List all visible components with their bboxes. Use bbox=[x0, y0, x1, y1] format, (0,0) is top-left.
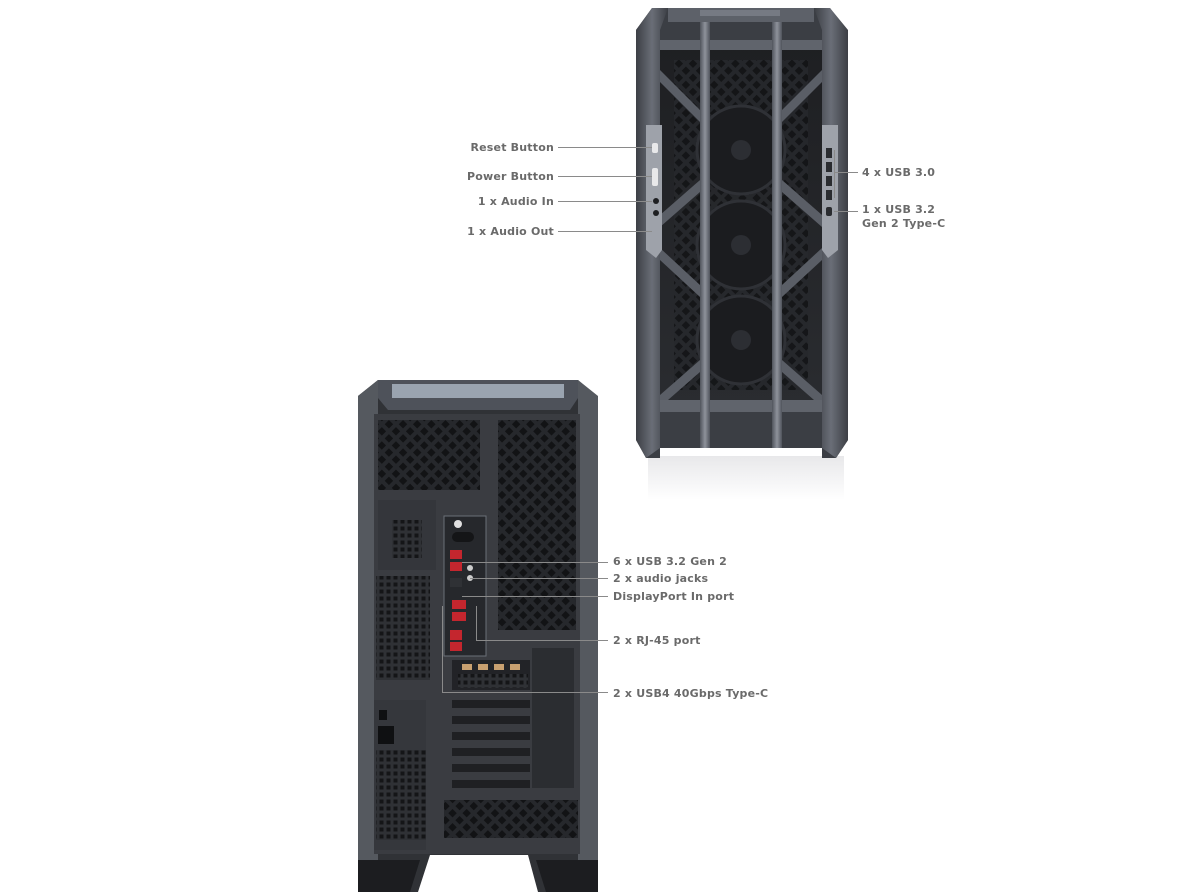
rj45-label: 2 x RJ-45 port bbox=[613, 634, 701, 647]
usb4-bracket bbox=[442, 606, 443, 692]
reset-button-leader bbox=[558, 147, 652, 148]
audio-in-label: 1 x Audio In bbox=[477, 195, 554, 208]
rj45-leader bbox=[476, 640, 608, 641]
displayport-leader bbox=[462, 596, 608, 597]
reset-button-label: Reset Button bbox=[470, 141, 554, 154]
usb32gen2-label: 6 x USB 3.2 Gen 2 bbox=[613, 555, 727, 568]
usb4-label: 2 x USB4 40Gbps Type-C bbox=[613, 687, 769, 700]
displayport-label: DisplayPort In port bbox=[613, 590, 735, 603]
audio-in-leader bbox=[558, 201, 652, 202]
audio-jacks-leader bbox=[470, 578, 608, 579]
usb4-leader bbox=[442, 692, 608, 693]
audio-out-leader bbox=[558, 231, 652, 232]
audio-jacks-label: 2 x audio jacks bbox=[613, 572, 709, 585]
usb30-label: 4 x USB 3.0 bbox=[862, 166, 936, 179]
usb30-bracket bbox=[834, 150, 835, 198]
usb32-front-label-line2: Gen 2 Type-C bbox=[862, 217, 946, 230]
usb30-leader bbox=[834, 172, 858, 173]
usb32gen2-leader bbox=[462, 562, 608, 563]
usb32-front-label-line1: 1 x USB 3.2 bbox=[862, 203, 936, 216]
power-button-leader bbox=[558, 176, 652, 177]
rj45-bracket bbox=[476, 606, 477, 640]
audio-out-label: 1 x Audio Out bbox=[467, 225, 554, 238]
power-button-label: Power Button bbox=[466, 170, 554, 183]
usb32-front-leader bbox=[834, 211, 858, 212]
